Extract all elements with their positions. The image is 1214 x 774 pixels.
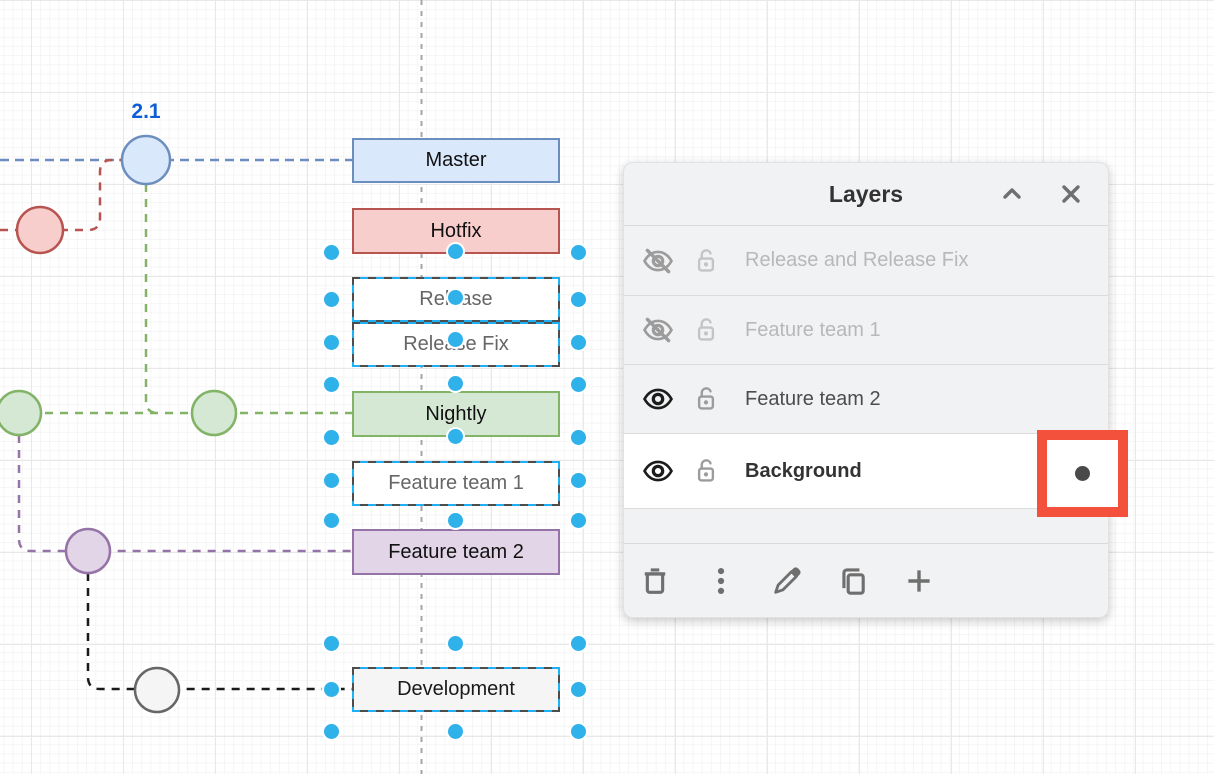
selection-handle[interactable] [322, 243, 341, 262]
lock-open-icon[interactable] [691, 454, 721, 488]
eye-icon[interactable] [641, 454, 675, 488]
layers-panel: Layers Release and Release Fix Feature t… [623, 162, 1109, 618]
branch-line-nightly-merge[interactable] [146, 184, 158, 413]
selection-handle[interactable] [322, 375, 341, 394]
selection-handle[interactable] [446, 330, 465, 349]
close-icon[interactable] [1056, 179, 1086, 209]
layer-row-feature-team-2[interactable]: Feature team 2 [624, 365, 1108, 434]
node-label: Feature team 1 [388, 472, 524, 495]
commit-node-master[interactable] [122, 136, 170, 184]
selection-handle[interactable] [569, 243, 588, 262]
layers-panel-title: Layers [624, 163, 1108, 225]
layer-name: Feature team 2 [745, 388, 881, 411]
selection-handle[interactable] [569, 471, 588, 490]
selection-handle[interactable] [322, 290, 341, 309]
node-label: Hotfix [430, 220, 481, 243]
node-master[interactable]: Master [352, 138, 560, 183]
lock-open-icon[interactable] [691, 382, 721, 416]
selection-handle[interactable] [569, 722, 588, 741]
commit-node-hotfix[interactable] [17, 207, 63, 253]
lock-open-icon[interactable] [691, 313, 721, 347]
layer-row-background[interactable]: Background [624, 434, 1108, 509]
selection-handle[interactable] [322, 511, 341, 530]
eye-off-icon[interactable] [641, 313, 675, 347]
selection-handle[interactable] [569, 634, 588, 653]
selection-handle[interactable] [446, 427, 465, 446]
eye-off-icon[interactable] [641, 244, 675, 278]
node-label: Development [397, 678, 515, 701]
layers-panel-toolbar [624, 543, 1108, 618]
selection-handle[interactable] [446, 722, 465, 741]
node-feature-team-1[interactable]: Feature team 1 [352, 461, 560, 506]
selection-handle[interactable] [569, 680, 588, 699]
selection-handle[interactable] [322, 471, 341, 490]
layer-name: Feature team 1 [745, 319, 881, 342]
selection-handle[interactable] [569, 290, 588, 309]
commit-node-nightly-2[interactable] [192, 391, 236, 435]
layer-name: Background [745, 460, 862, 483]
chevron-up-icon[interactable] [997, 179, 1027, 209]
highlight-rectangle-annotation [1037, 430, 1128, 517]
commit-version-label: 2.1 [118, 100, 174, 124]
layer-row-feature-team-1[interactable]: Feature team 1 [624, 296, 1108, 365]
selection-handle[interactable] [569, 375, 588, 394]
selection-handle[interactable] [322, 428, 341, 447]
selection-handle[interactable] [322, 680, 341, 699]
branch-line-development[interactable] [88, 573, 352, 689]
trash-icon[interactable] [638, 564, 672, 598]
commit-node-development[interactable] [135, 668, 179, 712]
selection-handle[interactable] [569, 333, 588, 352]
commit-node-feature-team-2[interactable] [66, 529, 110, 573]
edit-pencil-icon[interactable] [770, 564, 804, 598]
lock-open-icon[interactable] [691, 244, 721, 278]
selection-handle[interactable] [569, 428, 588, 447]
layer-name: Release and Release Fix [745, 249, 968, 272]
active-layer-indicator-dot[interactable] [1075, 466, 1090, 481]
selection-handle[interactable] [446, 242, 465, 261]
selection-handle[interactable] [446, 288, 465, 307]
node-label: Nightly [425, 403, 486, 426]
selection-handle[interactable] [569, 511, 588, 530]
selection-handle[interactable] [322, 333, 341, 352]
branch-line-feature-team-2[interactable] [19, 435, 352, 551]
add-plus-icon[interactable] [902, 564, 936, 598]
selection-handle[interactable] [322, 722, 341, 741]
eye-icon[interactable] [641, 382, 675, 416]
kebab-menu-icon[interactable] [704, 564, 738, 598]
commit-node-nightly-1[interactable] [0, 391, 41, 435]
selection-handle[interactable] [322, 634, 341, 653]
selection-handle[interactable] [446, 374, 465, 393]
layers-panel-spacer [624, 509, 1108, 543]
node-feature-team-2[interactable]: Feature team 2 [352, 529, 560, 575]
node-label: Feature team 2 [388, 541, 524, 564]
duplicate-icon[interactable] [836, 564, 870, 598]
node-development[interactable]: Development [352, 667, 560, 712]
layer-row-release-and-release-fix[interactable]: Release and Release Fix [624, 226, 1108, 296]
selection-handle[interactable] [446, 511, 465, 530]
selection-handle[interactable] [446, 634, 465, 653]
node-label: Master [425, 149, 486, 172]
layers-panel-header[interactable]: Layers [624, 163, 1108, 226]
